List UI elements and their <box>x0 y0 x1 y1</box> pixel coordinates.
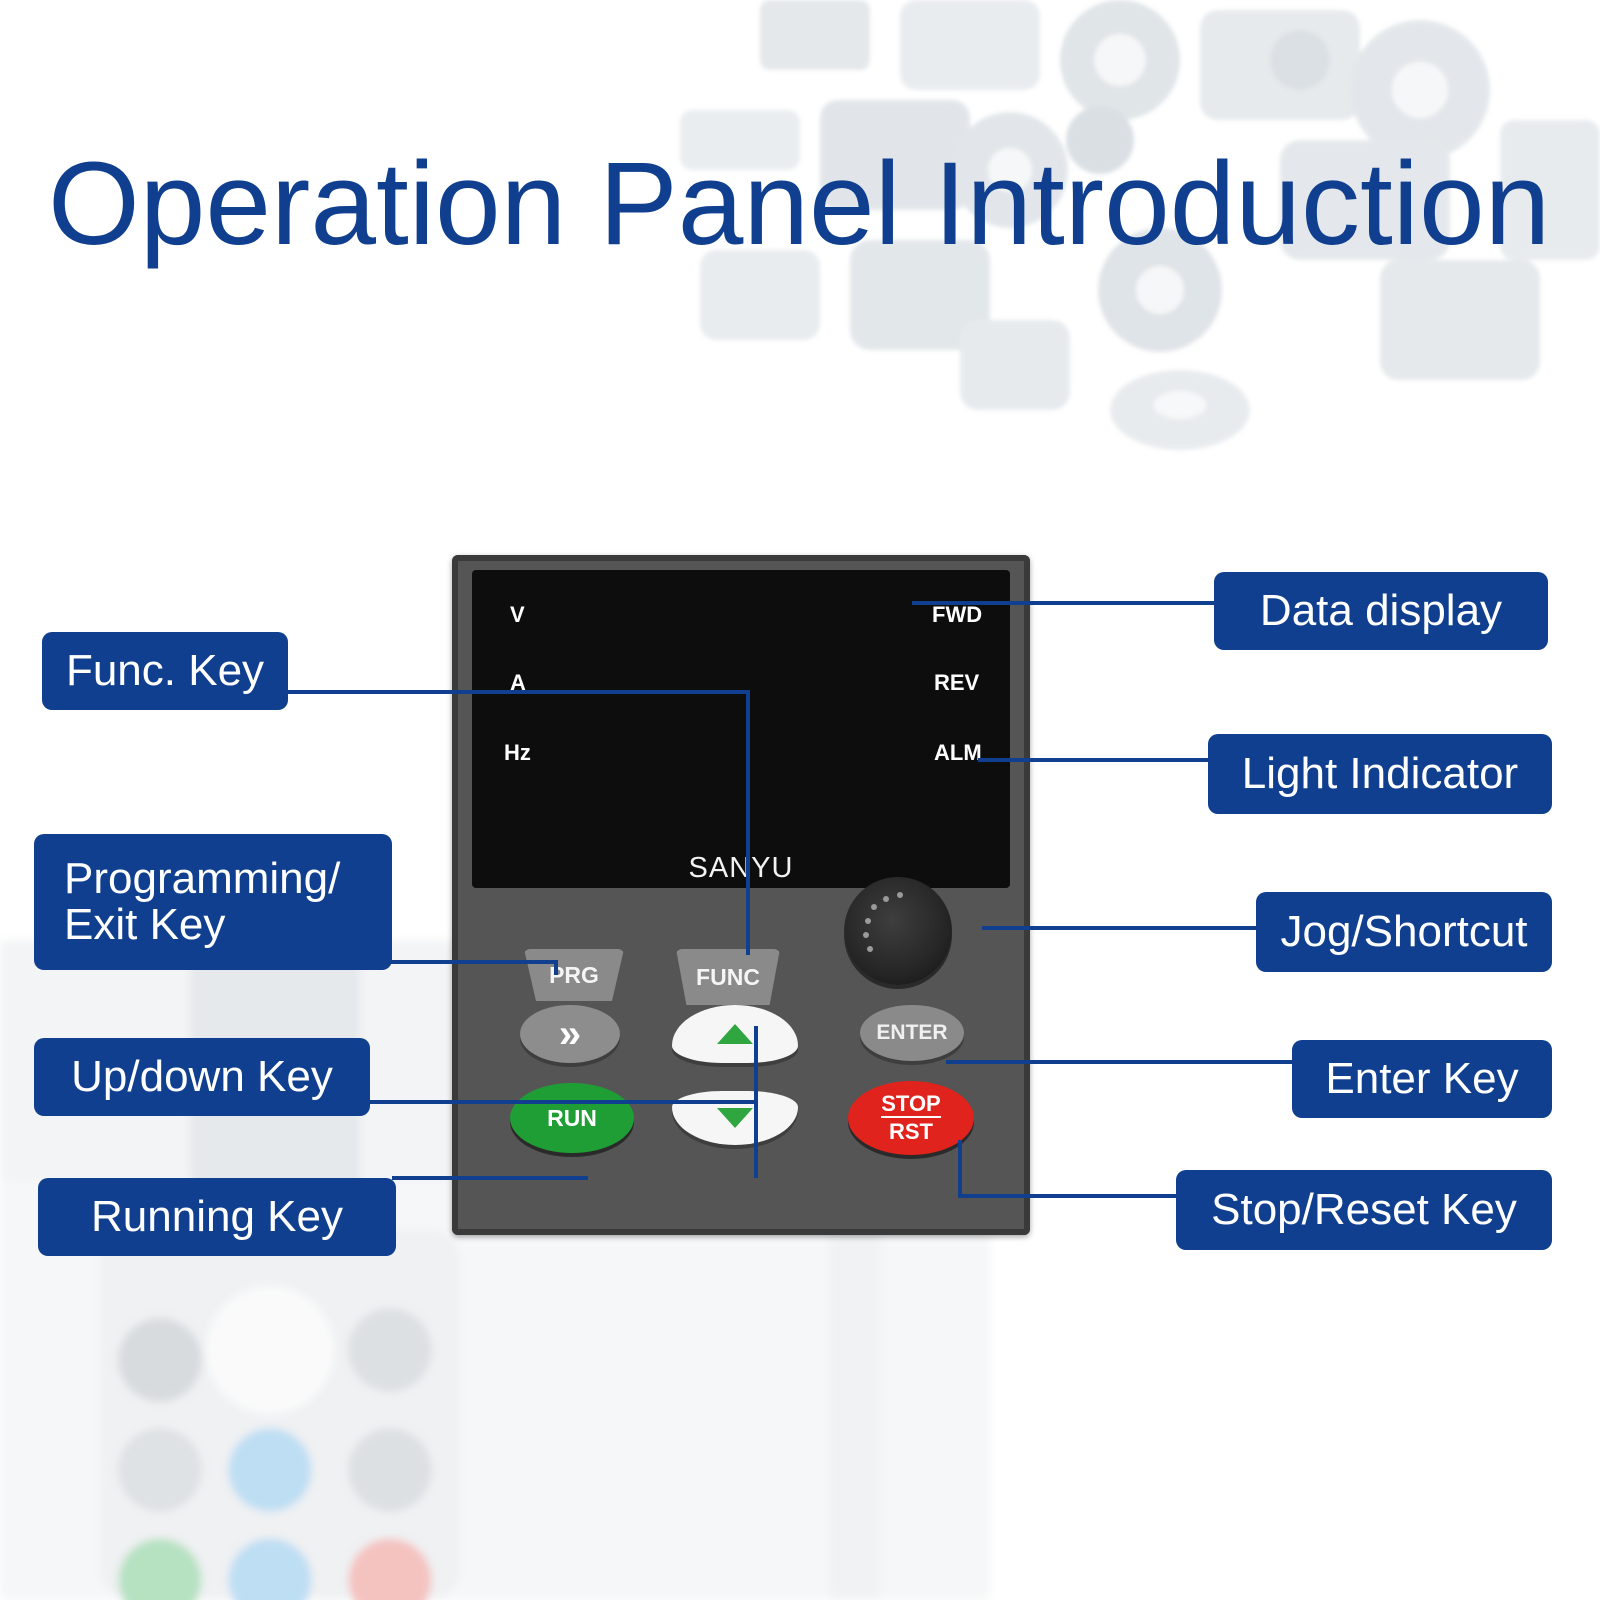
rst-label: RST <box>889 1119 933 1144</box>
programming-exit-key-label: Programming/ Exit Key <box>34 834 392 970</box>
jog-shortcut-label: Jog/Shortcut <box>1256 892 1552 972</box>
up-arrow-icon <box>717 1024 753 1044</box>
indicator-hz: Hz <box>504 740 531 765</box>
indicator-rev: REV <box>934 670 980 695</box>
operation-panel: V A Hz FWD REV ALM SANYU PRG FUNC » ENTE… <box>452 555 1030 1235</box>
stop-reset-button[interactable]: STOP RST <box>848 1081 974 1155</box>
enter-button[interactable]: ENTER <box>860 1005 964 1061</box>
func-key-label: Func. Key <box>42 632 288 710</box>
shift-button[interactable]: » <box>520 1005 620 1063</box>
down-button[interactable] <box>672 1091 798 1145</box>
programming-line2: Exit Key <box>64 900 226 949</box>
indicator-fwd: FWD <box>932 602 983 627</box>
prg-button[interactable]: PRG <box>524 949 624 1001</box>
indicator-v: V <box>510 602 525 627</box>
knob-dots-icon <box>863 892 903 952</box>
data-display-screen: V A Hz FWD REV ALM SANYU <box>472 570 1010 888</box>
enter-key-label: Enter Key <box>1292 1040 1552 1118</box>
stop-label: STOP <box>881 1091 941 1118</box>
stop-reset-key-label: Stop/Reset Key <box>1176 1170 1552 1250</box>
hardware-pile-image <box>680 0 1600 450</box>
jog-knob[interactable] <box>844 877 952 985</box>
data-display-label: Data display <box>1214 572 1548 650</box>
programming-line1: Programming/ <box>64 853 341 903</box>
updown-key-label: Up/down Key <box>34 1038 370 1116</box>
running-key-label: Running Key <box>38 1178 396 1256</box>
up-button[interactable] <box>672 1005 798 1063</box>
light-indicator-label: Light Indicator <box>1208 734 1552 814</box>
down-arrow-icon <box>717 1108 753 1128</box>
run-button[interactable]: RUN <box>510 1083 634 1153</box>
func-button[interactable]: FUNC <box>676 949 780 1005</box>
indicator-alm: ALM <box>934 740 982 765</box>
indicator-a: A <box>510 670 526 695</box>
page-title: Operation Panel Introduction <box>48 138 1551 270</box>
